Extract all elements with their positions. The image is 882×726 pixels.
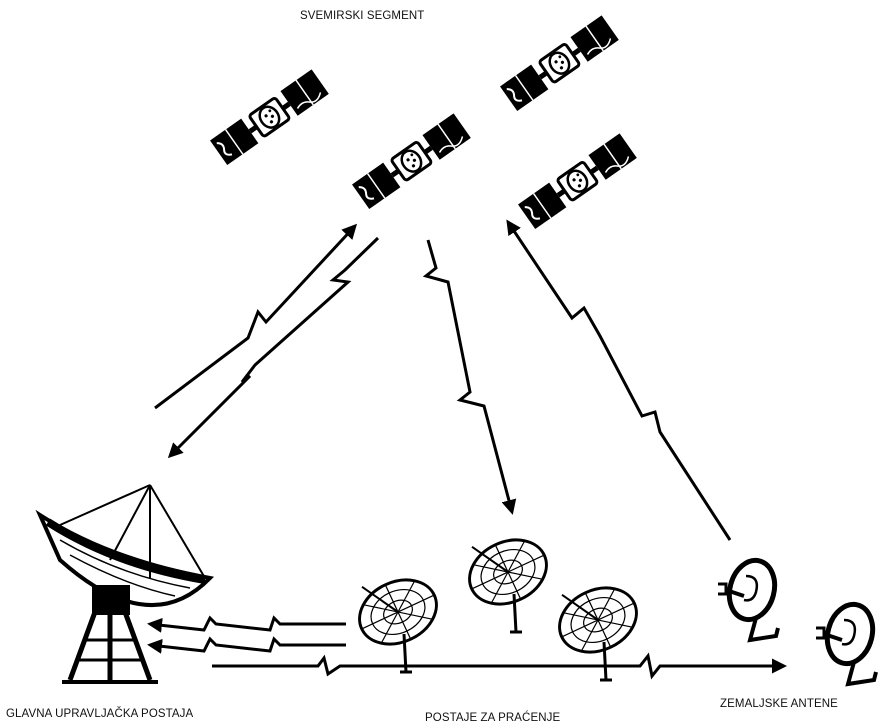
- satellite-icon: [498, 13, 621, 113]
- monitor-downlink-arrow: [422, 239, 517, 515]
- dish-antenna-icon: [344, 559, 449, 674]
- uplink-arrow: [154, 223, 358, 410]
- ground-antennas-label: ZEMALJSKE ANTENE: [720, 698, 838, 710]
- ground-antenna-icon: [718, 555, 781, 640]
- ground-antenna-icon: [816, 599, 879, 684]
- satellite-icon: [350, 111, 473, 211]
- large-dish-antenna-icon: [35, 484, 215, 684]
- ground-uplink-arrow: [506, 219, 732, 541]
- control-link-arrow: [212, 652, 787, 680]
- ground-link-arrow: [147, 636, 346, 654]
- dish-antenna-icon: [454, 519, 559, 634]
- satellite-icon: [208, 67, 331, 167]
- satellite-icon: [516, 131, 639, 231]
- space-segment-label: SVEMIRSKI SEGMENT: [300, 10, 425, 22]
- downlink-arrow: [167, 236, 380, 459]
- ground-link-arrow: [147, 615, 346, 633]
- dish-antenna-icon: [544, 567, 649, 682]
- monitor-stations-label: POSTAJE ZA PRAĆENJE: [425, 712, 561, 724]
- master-control-label: GLAVNA UPRAVLJAČKA POSTAJA: [6, 708, 194, 720]
